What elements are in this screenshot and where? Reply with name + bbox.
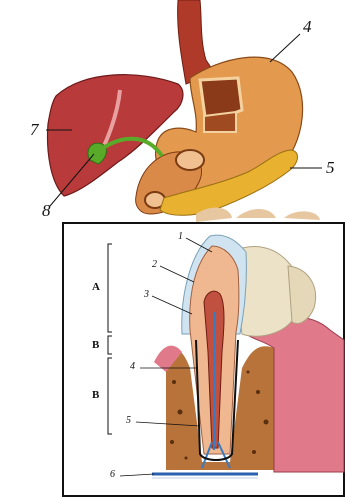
label-2: 2	[152, 260, 157, 270]
label-1: 1	[178, 232, 183, 242]
bracket-label-b-lower: B	[92, 390, 99, 401]
label-8: 8	[42, 202, 51, 219]
tooth-section-panel: A B B 1 2 3 4 5 6	[62, 222, 345, 497]
bracket-label-b-upper: B	[92, 340, 99, 351]
label-6: 6	[110, 470, 115, 480]
label-5: 5	[326, 159, 335, 176]
label-5-tooth: 5	[126, 416, 131, 426]
label-4: 4	[303, 18, 312, 35]
label-3: 3	[144, 290, 149, 300]
bracket-label-a: A	[92, 282, 100, 293]
digestive-organs-panel: 4 5 7 8	[0, 0, 345, 222]
label-7: 7	[30, 121, 39, 138]
label-4-tooth: 4	[130, 362, 135, 372]
digestive-organs-drawing	[0, 0, 345, 222]
tooth-section-drawing	[62, 222, 345, 497]
